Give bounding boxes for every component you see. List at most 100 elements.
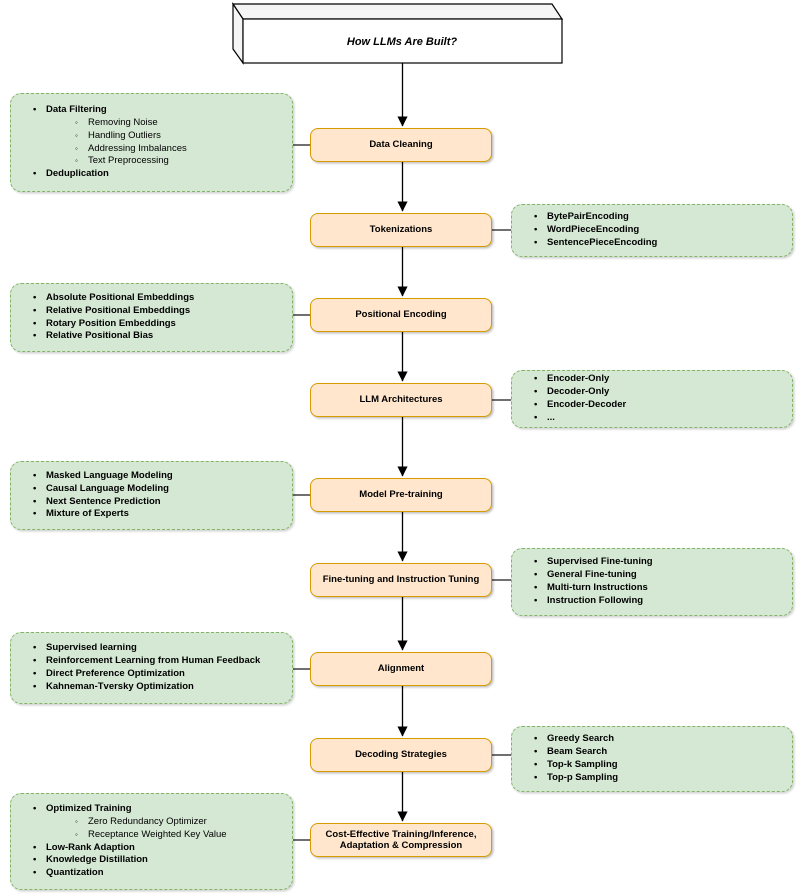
stage-llm-architectures: LLM Architectures [310,383,492,417]
stage-positional-encoding: Positional Encoding [310,298,492,332]
detail-positional-encoding: •Absolute Positional Embeddings •Relativ… [10,283,293,352]
bullet-icon: • [33,655,37,667]
list-item: •Low-Rank Adaption [33,841,135,853]
stage-fine-tuning: Fine-tuning and Instruction Tuning [310,563,492,597]
bullet-icon: • [33,317,37,329]
list-item: •Supervised Fine-tuning [534,556,653,568]
detail-fine-tuning: •Supervised Fine-tuning •General Fine-tu… [511,548,793,616]
sub-bullet-icon: ◦ [75,156,78,166]
bullet-icon: • [534,771,538,783]
bullet-icon: • [33,803,37,815]
bullet-icon: • [33,668,37,679]
detail-tokenizations: •BytePairEncoding •WordPieceEncoding •Se… [511,204,793,257]
bullet-icon: • [33,104,37,116]
bullet-icon: • [534,373,538,385]
sub-bullet-icon: ◦ [75,130,78,140]
list-item: ◦Text Preprocessing [75,155,169,167]
bullet-icon: • [33,841,37,853]
list-item: •Mixture of Experts [33,508,129,520]
stage-cost-effective: Cost-Effective Training/Inference, Adapt… [310,823,492,857]
list-item: •General Fine-tuning [534,569,637,581]
list-item: ◦Handling Outliers [75,129,161,141]
sub-bullet-icon: ◦ [75,143,78,153]
list-item: •Data Filtering [33,104,107,116]
sub-bullet-icon: ◦ [75,829,78,839]
list-item: •WordPieceEncoding [534,224,640,236]
bullet-icon: • [33,508,37,520]
bullet-icon: • [33,469,37,481]
list-item: •Decoder-Only [534,386,610,398]
stage-data-cleaning: Data Cleaning [310,128,492,162]
list-item: ◦Receptance Weighted Key Value [75,828,227,840]
bullet-icon: • [33,867,37,879]
list-item: •Greedy Search [534,733,615,745]
detail-cost-effective: •Optimized Training ◦Zero Redundancy Opt… [10,793,293,890]
bullet-icon: • [33,642,37,654]
list-item: ◦Removing Noise [75,116,158,128]
bullet-icon: • [534,746,538,758]
bullet-icon: • [33,495,37,507]
list-item: •Encoder-Only [534,373,610,385]
bullet-icon: • [534,594,538,606]
stage-tokenizations: Tokenizations [310,213,492,247]
bullet-icon: • [534,733,538,745]
bullet-icon: • [33,482,37,494]
bullet-icon: • [33,330,37,342]
detail-llm-architectures: •Encoder-Only •Decoder-Only •Encoder-Dec… [511,370,793,428]
list-item: •Top-k Sampling [534,759,618,770]
stage-alignment: Alignment [310,652,492,686]
detail-alignment: •Supervised learning •Reinforcement Lear… [10,632,293,704]
detail-data-cleaning: •Data Filtering ◦Removing Noise ◦Handlin… [10,93,293,192]
detail-model-pre-training: •Masked Language Modeling •Causal Langua… [10,461,293,530]
list-item: •Next Sentence Prediction [33,495,161,507]
bullet-icon: • [534,399,538,410]
list-item: •Relative Positional Embeddings [33,304,191,316]
bullet-icon: • [534,582,538,593]
list-item: •Supervised learning [33,642,137,654]
bullet-icon: • [534,556,538,568]
list-item: •Beam Search [534,746,608,758]
list-item: •Reinforcement Learning from Human Feedb… [33,655,261,667]
bullet-icon: • [33,304,37,316]
sub-bullet-icon: ◦ [75,816,78,826]
bullet-icon: • [33,854,37,866]
list-item: ◦Zero Redundancy Optimizer [75,815,207,827]
list-item: •SentencePieceEncoding [534,236,658,248]
list-item: •Masked Language Modeling [33,469,173,481]
list-item: •Knowledge Distillation [33,854,148,866]
stage-model-pre-training: Model Pre-training [310,478,492,512]
list-item: •Deduplication [33,168,109,180]
list-item: •Kahneman-Tversky Optimization [33,680,194,692]
list-item: •... [534,411,555,423]
bullet-icon: • [534,236,538,248]
list-item: •Absolute Positional Embeddings [33,291,195,303]
bullet-icon: • [33,291,37,303]
sub-bullet-icon: ◦ [75,117,78,127]
title-cube: How LLMs Are Built? [231,2,564,65]
stage-decoding-strategies: Decoding Strategies [310,738,492,772]
list-item: •Relative Positional Bias [33,330,154,342]
bullet-icon: • [534,224,538,236]
bullet-icon: • [33,680,37,692]
list-item: ◦Addressing Imbalances [75,142,187,154]
detail-connectors [292,144,512,841]
diagram-title: How LLMs Are Built? [347,36,457,48]
list-item: •Causal Language Modeling [33,482,169,494]
detail-decoding-strategies: •Greedy Search •Beam Search •Top-k Sampl… [511,726,793,792]
bullet-icon: • [534,386,538,398]
bullet-icon: • [534,759,538,770]
list-item: •Optimized Training [33,803,132,815]
list-item: •Direct Preference Optimization [33,668,185,679]
list-item: •Rotary Position Embeddings [33,317,176,329]
bullet-icon: • [33,168,37,180]
list-item: •Quantization [33,867,104,879]
bullet-icon: • [534,211,538,223]
list-item: •Top-p Sampling [534,771,619,783]
list-item: •BytePairEncoding [534,211,629,223]
list-item: •Multi-turn Instructions [534,582,648,593]
bullet-icon: • [534,569,538,581]
list-item: •Encoder-Decoder [534,399,627,410]
list-item: •Instruction Following [534,594,644,606]
